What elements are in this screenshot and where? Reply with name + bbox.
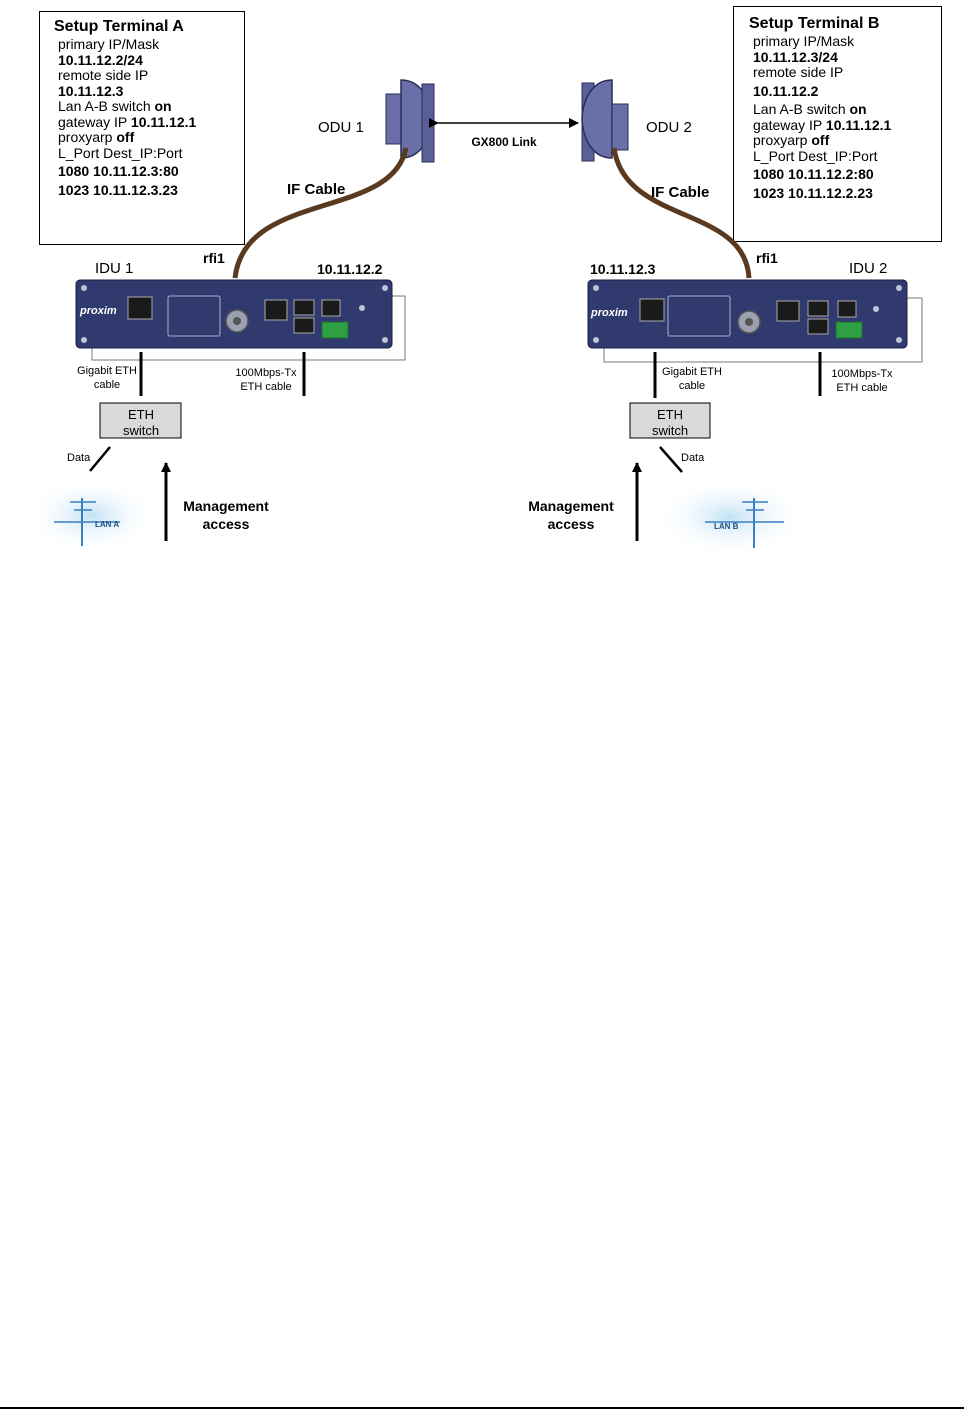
rfi1-label-right: rfi1: [756, 250, 778, 266]
eth-switch-left: ETH switch: [99, 402, 182, 439]
terminal-a-proxyarp-value: off: [116, 129, 135, 145]
gx800-link-label: GX800 Link: [471, 135, 537, 149]
terminal-b-remote-label: remote side IP: [753, 64, 844, 80]
terminal-b-remote-value: 10.11.12.2: [753, 82, 819, 99]
terminal-a-proxyarp-label: proxyarp: [58, 129, 117, 145]
idu1-unit: proxim: [75, 279, 406, 361]
odu2-antenna-icon: [581, 79, 629, 162]
terminal-a-lan-switch-value: on: [154, 98, 172, 114]
terminal-a-gateway-label: gateway IP: [58, 113, 131, 130]
terminal-b-primary-value: 10.11.12.3/24: [753, 48, 838, 65]
management-label-right-2: access: [548, 516, 595, 532]
idu2-eth-port-2: [807, 300, 829, 317]
eth-switch-right-line2: switch: [652, 423, 688, 438]
idu1-eth-port-3: [293, 317, 315, 334]
fast-eth-label-left-2: ETH cable: [240, 381, 291, 393]
data-line-left: [89, 446, 111, 472]
eth-switch-right-line1: ETH: [657, 407, 683, 422]
terminal-b-lan-switch: Lan A-B switch on: [753, 101, 941, 118]
lan-a-network-icon: LAN A: [36, 484, 146, 546]
terminal-b-lport-header: L_Port Dest_IP:Port: [753, 147, 878, 164]
terminal-a-lport-header: L_Port Dest_IP:Port: [58, 144, 183, 161]
eth-switch-left-line2: switch: [123, 423, 159, 438]
idu1-rj45-port: [127, 296, 153, 320]
idu2-rj45-port: [639, 298, 665, 322]
terminal-b-proxyarp-value: off: [811, 132, 830, 148]
if-cable-label-right: IF Cable: [651, 184, 709, 201]
management-label-left-1: Management: [183, 498, 269, 514]
terminal-b-title: Setup Terminal B: [749, 15, 880, 32]
idu1-ip-label: 10.11.12.2: [317, 261, 383, 277]
idu1-module-slot: [167, 295, 221, 337]
management-label-right-1: Management: [528, 498, 614, 514]
terminal-b-lan-switch-label: Lan A-B switch: [753, 101, 850, 117]
idu1-eth-port-1: [264, 299, 288, 321]
fast-eth-label-left-1: 100Mbps-Tx: [235, 367, 297, 379]
idu1-eth-port-2: [293, 299, 315, 316]
idu1-power-terminal: [321, 321, 349, 339]
terminal-b-lport-2: 1023 10.11.12.2.23: [753, 184, 873, 201]
data-line-right: [659, 446, 683, 473]
terminal-a-gateway-value: 10.11.12.1: [130, 113, 197, 130]
idu2-ip-label: 10.11.12.3: [590, 261, 656, 277]
idu2-unit: proxim: [587, 279, 923, 363]
odu1-label: ODU 1: [318, 119, 364, 136]
idu2-brand-logo: proxim: [590, 307, 628, 319]
terminal-b-lan-switch-value: on: [849, 101, 867, 117]
idu2-eth-port-3: [807, 318, 829, 335]
terminal-a-lport-1: 1080 10.11.12.3:80: [58, 163, 179, 179]
gigabit-label-left-1: Gigabit ETH: [77, 365, 137, 377]
data-label-left: Data: [67, 452, 91, 464]
idu2-console-port: [837, 300, 857, 318]
footer-rule: [0, 1407, 964, 1409]
terminal-b-gateway-value: 10.11.12.1: [825, 116, 892, 133]
terminal-a-proxyarp: proxyarp off: [58, 129, 244, 146]
gigabit-label-right-2: cable: [679, 380, 705, 392]
idu2-power-terminal: [835, 321, 863, 339]
idu1-console-port: [321, 299, 341, 317]
lan-a-label: LAN A: [95, 520, 119, 529]
idu1-brand-logo: proxim: [79, 305, 117, 317]
if-cable-label-left: IF Cable: [287, 181, 345, 198]
setup-terminal-a-box: Setup Terminal A primary IP/Mask 10.11.1…: [39, 11, 245, 245]
if-cable-left: [232, 147, 409, 279]
terminal-b-lport-1: 1080 10.11.12.2:80: [753, 166, 874, 182]
fast-eth-label-right-1: 100Mbps-Tx: [831, 368, 893, 380]
setup-terminal-b-box: Setup Terminal B primary IP/Mask 10.11.1…: [733, 6, 942, 242]
rfi1-label-left: rfi1: [203, 250, 225, 266]
terminal-b-proxyarp-label: proxyarp: [753, 132, 812, 148]
lan-b-network-icon: LAN B: [666, 484, 794, 550]
data-label-right: Data: [681, 452, 705, 464]
terminal-a-lan-switch: Lan A-B switch on: [58, 98, 244, 115]
gigabit-label-left-2: cable: [94, 379, 120, 391]
terminal-a-remote-label: remote side IP: [58, 67, 149, 83]
terminal-a-title: Setup Terminal A: [54, 18, 184, 35]
terminal-a-gateway: gateway IP 10.11.12.1: [58, 113, 244, 131]
terminal-a-lan-switch-label: Lan A-B switch: [58, 98, 155, 114]
terminal-b-gateway: gateway IP 10.11.12.1: [753, 116, 941, 134]
if-cable-right: [611, 147, 752, 279]
odu1-antenna-icon: [385, 79, 435, 163]
idu2-eth-port-1: [776, 300, 800, 322]
eth-switch-left-line1: ETH: [128, 407, 154, 422]
management-label-left-2: access: [203, 516, 250, 532]
idu2-module-slot: [667, 295, 731, 337]
gigabit-label-right-1: Gigabit ETH: [662, 366, 722, 378]
terminal-b-primary-label: primary IP/Mask: [753, 33, 855, 49]
idu2-label: IDU 2: [849, 260, 887, 277]
terminal-b-gateway-label: gateway IP: [753, 116, 826, 133]
idu1-label: IDU 1: [95, 260, 133, 277]
terminal-a-primary-label: primary IP/Mask: [58, 36, 160, 52]
terminal-b-proxyarp: proxyarp off: [753, 132, 941, 149]
lan-b-label: LAN B: [714, 522, 739, 531]
odu2-label: ODU 2: [646, 119, 692, 136]
terminal-a-lport-2: 1023 10.11.12.3.23: [58, 181, 178, 198]
terminal-a-primary-value: 10.11.12.2/24: [58, 51, 143, 68]
eth-switch-right: ETH switch: [629, 402, 711, 439]
fast-eth-label-right-2: ETH cable: [836, 382, 887, 394]
terminal-a-remote-value: 10.11.12.3: [58, 82, 124, 99]
